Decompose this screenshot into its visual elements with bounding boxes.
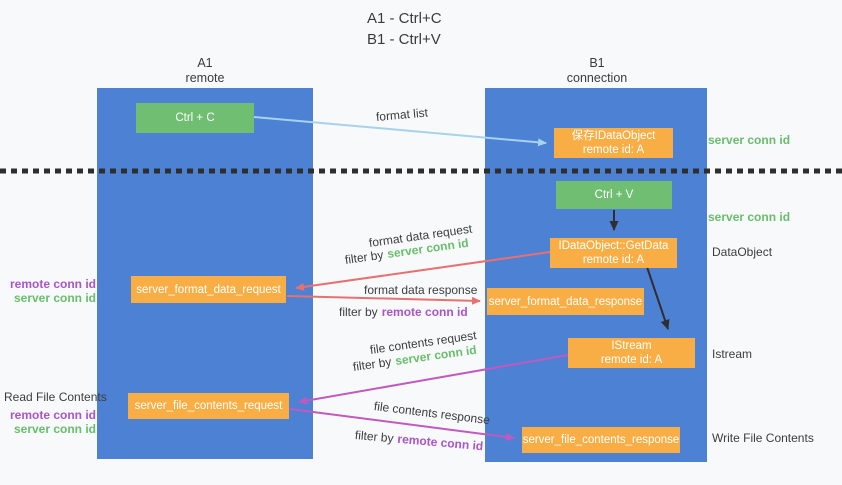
side-label-write-file-contents: Write File Contents bbox=[712, 431, 814, 445]
filter-by-text: filter by bbox=[339, 305, 378, 319]
title-line-2: B1 - Ctrl+V bbox=[367, 31, 441, 48]
side-label-server-conn-id-mid: server conn id bbox=[708, 210, 791, 224]
side-label-remote-conn-id-left-bottom: remote conn id bbox=[10, 408, 97, 422]
side-label-istream: Istream bbox=[712, 347, 753, 361]
node-server-file-contents-request: server_file_contents_request bbox=[128, 393, 289, 419]
lifeline-b1-role: connection bbox=[566, 71, 628, 85]
node-server-file-contents-response: server_file_contents_response bbox=[522, 427, 680, 453]
lifeline-a1-name: A1 bbox=[197, 56, 213, 70]
title-line-1: A1 - Ctrl+C bbox=[367, 10, 442, 27]
node-server-file-contents-response-label: server_file_contents_response bbox=[522, 434, 680, 446]
node-server-format-data-response-label: server_format_data_response bbox=[488, 295, 643, 308]
node-ctrl-v-label: Ctrl + V bbox=[594, 189, 634, 201]
label-file-contents-response: file contents response bbox=[373, 399, 491, 428]
node-istream-line2: remote id: A bbox=[600, 354, 663, 366]
side-label-server-conn-id-left-top: server conn id bbox=[13, 291, 96, 305]
side-label-server-conn-id-top: server conn id bbox=[708, 133, 791, 147]
lifeline-a1-role: remote bbox=[185, 71, 225, 85]
node-save-idataobject-line2: remote id: A bbox=[582, 144, 645, 156]
lifeline-header-b1: B1 connection bbox=[542, 56, 652, 86]
lifeline-b1-name: B1 bbox=[589, 56, 605, 70]
node-istream: IStream remote id: A bbox=[568, 338, 695, 368]
lifeline-header-a1: A1 remote bbox=[150, 56, 260, 86]
node-ctrl-c: Ctrl + C bbox=[136, 103, 254, 133]
node-ctrl-v: Ctrl + V bbox=[556, 181, 672, 209]
diagram-title: A1 - Ctrl+C B1 - Ctrl+V bbox=[367, 8, 442, 50]
node-server-format-data-request: server_format_data_request bbox=[131, 276, 286, 303]
remote-conn-id-text: remote conn id bbox=[396, 431, 484, 454]
node-istream-line1: IStream bbox=[611, 340, 652, 352]
node-idataobject-getdata-line1: IDataObject::GetData bbox=[558, 240, 669, 252]
label-format-data-response: format data response bbox=[364, 283, 478, 297]
filter-by-text: filter by bbox=[352, 354, 393, 374]
label-format-list: format list bbox=[375, 105, 429, 124]
node-ctrl-c-label: Ctrl + C bbox=[175, 112, 215, 124]
node-save-idataobject-line1: 保存IDataObject bbox=[571, 130, 656, 142]
side-label-remote-conn-id-left-top: remote conn id bbox=[10, 277, 97, 291]
node-idataobject-getdata: IDataObject::GetData remote id: A bbox=[550, 238, 677, 268]
side-label-dataobject: DataObject bbox=[712, 245, 773, 259]
remote-conn-id-text: remote conn id bbox=[381, 305, 468, 319]
filter-by-text: filter by bbox=[344, 247, 385, 267]
node-idataobject-getdata-line2: remote id: A bbox=[582, 254, 645, 266]
node-save-idataobject: 保存IDataObject remote id: A bbox=[554, 128, 673, 158]
side-label-read-file-contents: Read File Contents bbox=[4, 390, 107, 404]
node-server-format-data-response: server_format_data_response bbox=[487, 288, 644, 315]
side-label-server-conn-id-left-bottom: server conn id bbox=[13, 422, 96, 436]
filter-by-text: filter by bbox=[354, 428, 395, 446]
node-server-format-data-request-label: server_format_data_request bbox=[136, 283, 281, 296]
node-server-file-contents-request-label: server_file_contents_request bbox=[134, 400, 283, 412]
